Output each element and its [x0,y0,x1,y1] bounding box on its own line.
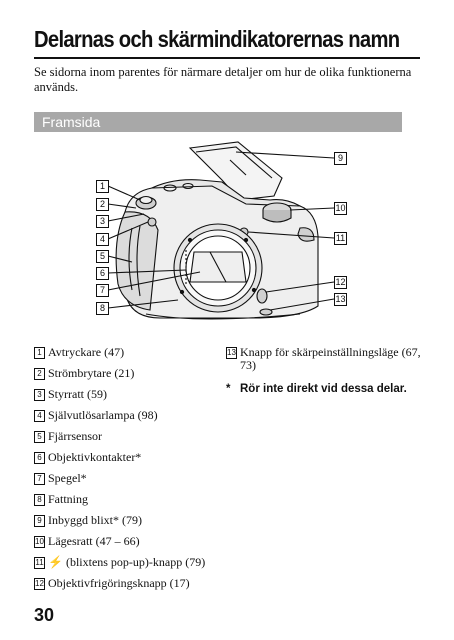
legend-text: Objektivfrigöringsknapp (17) [48,576,190,590]
legend-text: Spegel* [48,471,87,485]
legend-text: Knapp för skärpeinställningsläge (67, 73… [240,345,421,372]
number-box: 7 [34,473,45,485]
number-box: 4 [34,410,45,422]
callout-8: 8 [96,302,109,315]
legend-text: Lägesratt (47 – 66) [48,534,140,548]
number-box: 10 [34,536,45,548]
title-rule [34,57,420,59]
callout-13: 13 [334,293,347,306]
number-box: 8 [34,494,45,506]
callout-1: 1 [96,180,109,193]
callout-2: 2 [96,198,109,211]
note-marker: * [226,383,231,395]
legend-text: Fattning [48,492,89,506]
number-box: 13 [226,347,237,359]
camera-front-illustration [107,141,335,320]
legend-text: ⚡ (blixtens pop-up)-knapp (79) [48,555,206,569]
legend-text: Styrratt (59) [48,387,107,401]
callout-5: 5 [96,250,109,263]
callout-3: 3 [96,215,109,228]
camera-figure: 1 2 3 4 5 6 7 8 9 10 11 12 13 [96,141,347,320]
legend-text: Objektivkontakter* [48,450,142,464]
legend-item: 11⚡ (blixtens pop-up)-knapp (79) [34,556,229,569]
legend-text: Avtryckare (47) [48,345,125,359]
number-box: 1 [34,347,45,359]
warning-note: * Rör inte direkt vid dessa delar. [226,382,426,396]
callout-10: 10 [334,202,347,215]
section-header: Framsida [34,112,402,132]
callout-12: 12 [334,276,347,289]
callout-11: 11 [334,232,347,245]
number-box: 2 [34,368,45,380]
number-box: 5 [34,431,45,443]
legend-text: Inbyggd blixt* (79) [48,513,142,527]
number-box: 12 [34,578,45,590]
number-box: 6 [34,452,45,464]
number-box: 11 [34,557,45,569]
legend-text: Självutlösarlampa (98) [48,408,158,422]
number-box: 3 [34,389,45,401]
page-title: Delarnas och skärmindikatorernas namn [34,26,400,52]
callout-9: 9 [334,152,347,165]
legend-text: Strömbrytare (21) [48,366,135,380]
callout-6: 6 [96,267,109,280]
page-number: 30 [34,605,55,625]
note-text: Rör inte direkt vid dessa delar. [240,383,407,395]
intro-text: Se sidorna inom parentes för närmare det… [34,65,412,94]
callout-7: 7 [96,284,109,297]
legend-text: Fjärrsensor [48,429,102,443]
number-box: 9 [34,515,45,527]
callout-4: 4 [96,233,109,246]
